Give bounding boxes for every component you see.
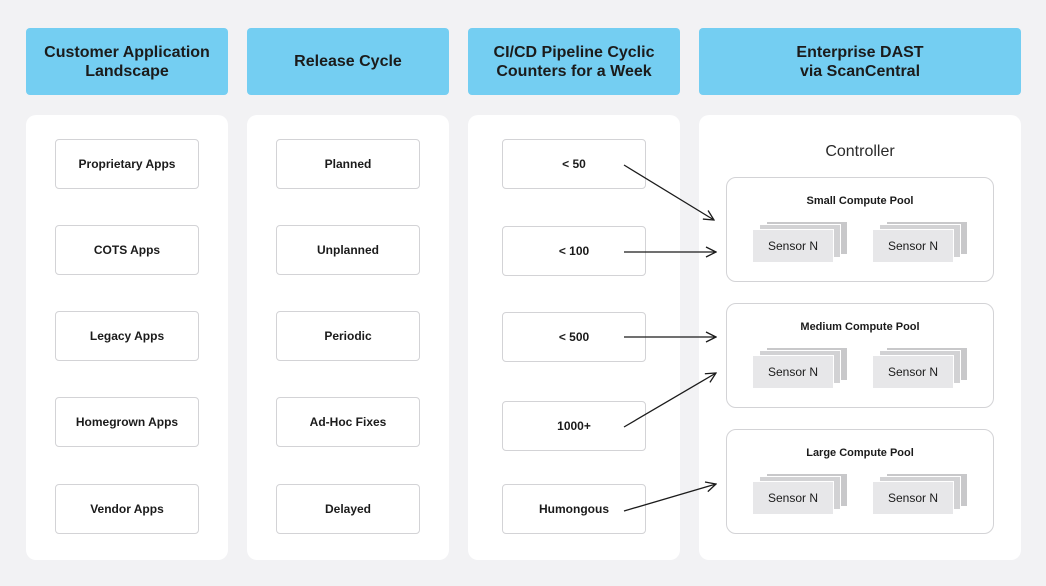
sensor-label: Sensor N (752, 229, 834, 263)
counter-box-lt100: < 100 (502, 226, 646, 276)
release-cycle-box: Periodic (276, 311, 420, 361)
sensor-label: Sensor N (872, 229, 954, 263)
small-compute-pool: Small Compute Pool Sensor N Sensor N (726, 177, 994, 282)
arrow-lt50-to-small-pool (623, 164, 714, 220)
counter-box-lt500: < 500 (502, 312, 646, 362)
large-compute-pool: Large Compute Pool Sensor N Sensor N (726, 429, 994, 534)
app-type-box: Proprietary Apps (55, 139, 199, 189)
arrow-1000plus-to-medium-pool (623, 373, 716, 428)
sensor-stack: Sensor N (872, 221, 968, 265)
app-type-box: Vendor Apps (55, 484, 199, 534)
app-type-box: Legacy Apps (55, 311, 199, 361)
sensor-stack: Sensor N (752, 347, 848, 391)
app-type-box: COTS Apps (55, 225, 199, 275)
header-cicd-pipeline-counters: CI/CD Pipeline Cyclic Counters for a Wee… (468, 28, 680, 95)
pool-title: Large Compute Pool (806, 447, 914, 459)
sensor-stack: Sensor N (872, 473, 968, 517)
sensor-label: Sensor N (752, 481, 834, 515)
header-release-cycle: Release Cycle (247, 28, 449, 95)
sensor-stack: Sensor N (872, 347, 968, 391)
pool-title: Small Compute Pool (806, 195, 914, 207)
release-cycle-box: Delayed (276, 484, 420, 534)
sensor-stack: Sensor N (752, 221, 848, 265)
header-customer-application-landscape: Customer Application Landscape (26, 28, 228, 95)
sensor-label: Sensor N (872, 481, 954, 515)
counter-box-1000plus: 1000+ (502, 401, 646, 451)
pool-title: Medium Compute Pool (800, 321, 920, 333)
release-cycle-box: Planned (276, 139, 420, 189)
sensor-stack: Sensor N (752, 473, 848, 517)
controller-label: Controller (825, 143, 895, 160)
release-cycle-box: Ad-Hoc Fixes (276, 397, 420, 447)
sensor-label: Sensor N (752, 355, 834, 389)
counter-box-lt50: < 50 (502, 139, 646, 189)
counter-box-humongous: Humongous (502, 484, 646, 534)
header-enterprise-dast: Enterprise DAST via ScanCentral (699, 28, 1021, 95)
medium-compute-pool: Medium Compute Pool Sensor N Sensor N (726, 303, 994, 408)
app-type-box: Homegrown Apps (55, 397, 199, 447)
release-cycle-box: Unplanned (276, 225, 420, 275)
sensor-label: Sensor N (872, 355, 954, 389)
arrow-humongous-to-large-pool (623, 484, 716, 512)
